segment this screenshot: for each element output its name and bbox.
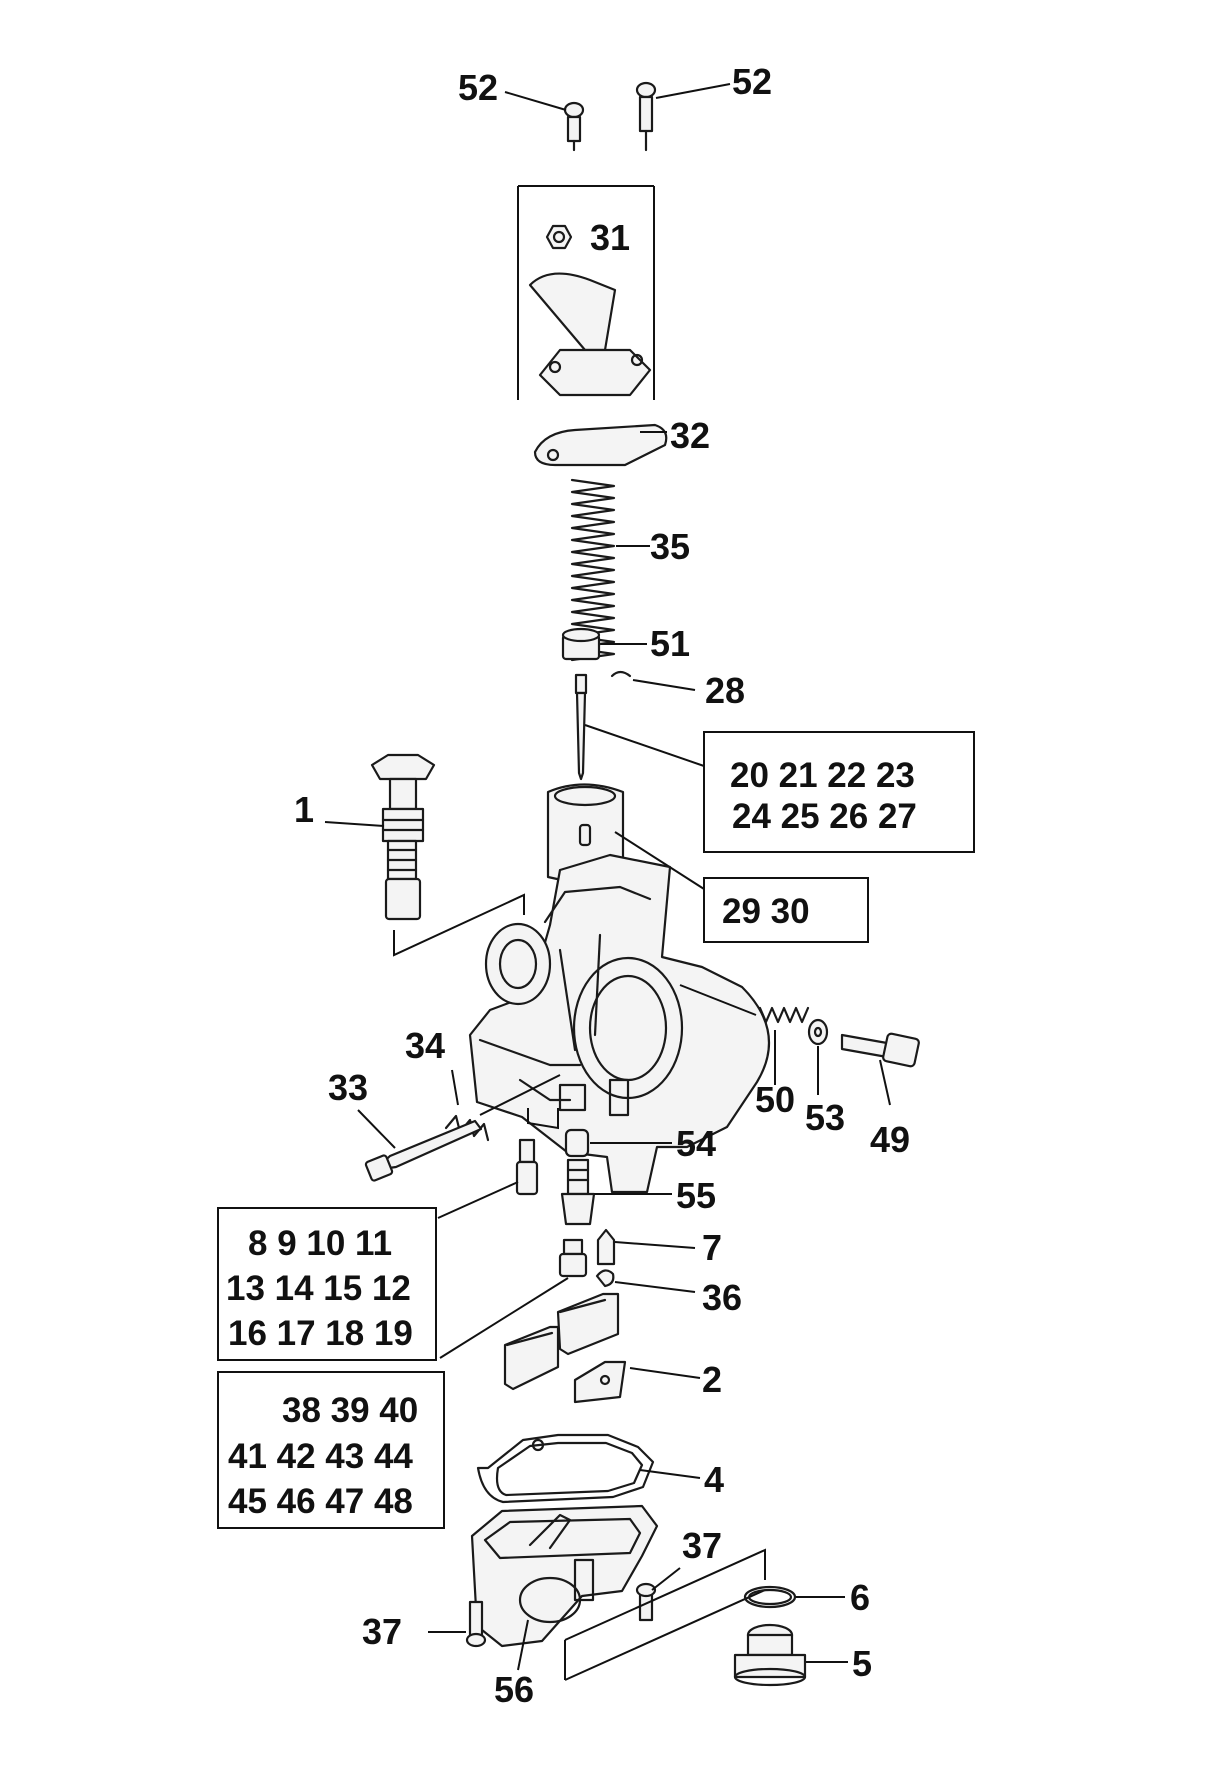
- leader-34-body: [479, 1074, 561, 1116]
- group-pilot-jets-line2: 41 42 43 44: [228, 1437, 413, 1476]
- leader-pilot-jet-group: [439, 1277, 569, 1359]
- leader-bowl-drain-3: [564, 1589, 766, 1681]
- label-32: 32: [670, 415, 710, 456]
- leader-52-right: [655, 83, 731, 99]
- group-pilot-jets-line3: 45 46 47 48: [228, 1482, 413, 1521]
- group-valves-line1: 29 30: [722, 892, 810, 931]
- leader-28: [632, 679, 696, 691]
- pilot-air-screw-33: [364, 1119, 483, 1182]
- label-2: 2: [702, 1359, 722, 1400]
- group-main-jets-line2: 13 14 15 12: [226, 1269, 411, 1308]
- float-bowl-gasket-4: [476, 1433, 655, 1504]
- clip-36: [595, 1269, 615, 1288]
- o-ring-6: [743, 1585, 797, 1609]
- label-56: 56: [494, 1669, 534, 1710]
- spring-34: [444, 1114, 490, 1142]
- float-bowl-56: [470, 1504, 659, 1648]
- retainer-51: [561, 627, 601, 661]
- leader-36: [614, 1281, 696, 1293]
- spring-50: [758, 1006, 810, 1024]
- label-37-left: 37: [362, 1611, 402, 1652]
- idle-screw-49: [840, 1032, 920, 1068]
- leader-34: [451, 1069, 459, 1106]
- leader-body-jets: [527, 1108, 559, 1130]
- label-34: 34: [405, 1025, 445, 1066]
- leader-33: [357, 1109, 396, 1149]
- group-needles-line2: 24 25 26 27: [732, 797, 917, 836]
- screw-37-left: [465, 1600, 487, 1648]
- group-main-jets-line1: 8 9 10 11: [248, 1224, 392, 1263]
- leader-valve-group: [614, 831, 705, 890]
- label-28: 28: [705, 670, 745, 711]
- starter-plunger-1: [370, 753, 436, 921]
- leader-4: [639, 1469, 701, 1479]
- group-box-throttle-valves: 29 30: [703, 877, 869, 943]
- label-37-right: 37: [682, 1525, 722, 1566]
- label-54: 54: [676, 1123, 716, 1164]
- pilot-jet-body: [515, 1138, 539, 1196]
- label-52-right: 52: [732, 61, 772, 102]
- leader-56: [517, 1619, 529, 1671]
- leader-main-jet-group: [437, 1181, 519, 1219]
- screw-37-right: [635, 1582, 657, 1622]
- screw-52-left: [563, 101, 585, 152]
- group-box-pilot-jets: 38 39 40 41 42 43 44 45 46 47 48: [217, 1371, 445, 1529]
- leader-body-49: [679, 984, 757, 1016]
- drain-plug-5: [733, 1623, 807, 1687]
- mixing-chamber-top-31: [517, 185, 655, 400]
- needle-jet-54: [564, 1128, 590, 1158]
- leader-2: [629, 1367, 701, 1379]
- group-box-main-jets: 8 9 10 11 13 14 15 12 16 17 18 19: [217, 1207, 437, 1361]
- label-33: 33: [328, 1067, 368, 1108]
- label-52-left: 52: [458, 67, 498, 108]
- float-2: [503, 1292, 627, 1404]
- label-55: 55: [676, 1175, 716, 1216]
- label-36: 36: [702, 1277, 742, 1318]
- spring-35: [570, 478, 616, 662]
- group-main-jets-line3: 16 17 18 19: [228, 1314, 413, 1353]
- label-35: 35: [650, 526, 690, 567]
- leader-52-left: [504, 91, 567, 111]
- group-pilot-jets-line1: 38 39 40: [282, 1391, 418, 1430]
- leader-49: [879, 1059, 891, 1106]
- label-31: 31: [590, 217, 630, 258]
- label-5: 5: [852, 1643, 872, 1684]
- jet-holder-55: [560, 1158, 596, 1226]
- label-50: 50: [755, 1079, 795, 1120]
- group-box-needles: 20 21 22 23 24 25 26 27: [703, 731, 975, 853]
- label-51: 51: [650, 623, 690, 664]
- leader-bowl-drain: [564, 1548, 766, 1641]
- float-valve-7: [596, 1228, 616, 1266]
- label-53: 53: [805, 1097, 845, 1138]
- label-1: 1: [294, 789, 314, 830]
- pilot-jet-small: [558, 1238, 588, 1278]
- label-4: 4: [704, 1459, 724, 1500]
- jet-needle: [574, 673, 588, 781]
- carburetor-body: [468, 853, 771, 1194]
- screw-52-right: [635, 81, 657, 152]
- leader-37-right: [651, 1567, 681, 1591]
- gasket-32: [533, 423, 668, 467]
- label-6: 6: [850, 1577, 870, 1618]
- label-7: 7: [702, 1227, 722, 1268]
- leader-needle-group: [584, 724, 705, 767]
- leader-7: [614, 1241, 696, 1249]
- leader-1-body: [393, 893, 525, 957]
- washer-53: [807, 1018, 829, 1046]
- leader-1: [324, 821, 385, 827]
- label-49: 49: [870, 1119, 910, 1160]
- clip-28: [610, 670, 632, 678]
- group-needles-line1: 20 21 22 23: [730, 756, 915, 795]
